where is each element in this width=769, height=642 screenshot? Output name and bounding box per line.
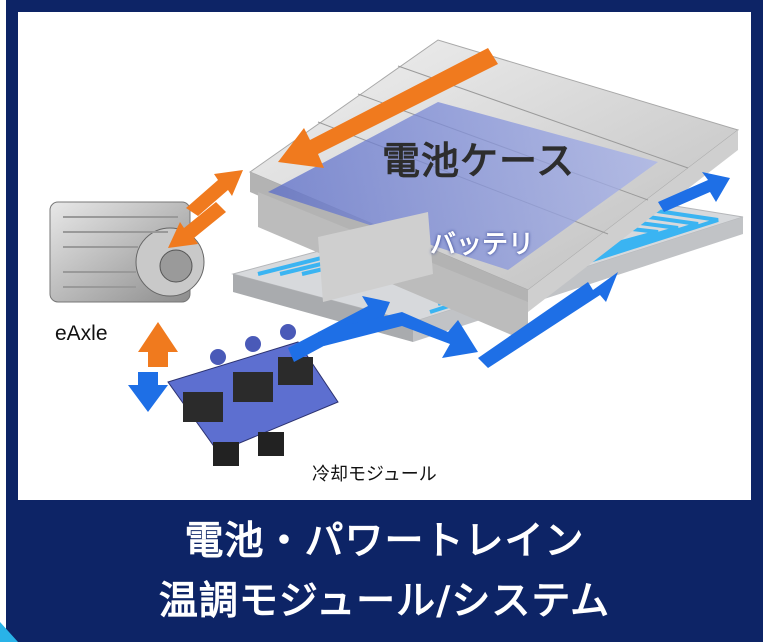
battery-case (248, 39, 740, 342)
title-line-2: 温調モジュール/システム (158, 579, 611, 624)
cooling-module-unit (167, 324, 339, 466)
battery-label: バッテリ (430, 230, 535, 260)
heat-flow-arrows-orange (138, 48, 498, 367)
title-line-1: 電池・パワートレイン (184, 519, 585, 564)
coolant-flow-arrows-blue (128, 172, 730, 412)
eaxle-motor (49, 201, 205, 303)
cooling-module-label: 冷却モジュール (312, 464, 437, 485)
corner-accent (0, 622, 18, 642)
system-illustration (49, 39, 744, 466)
battery-case-label: 電池ケース (382, 139, 576, 183)
eaxle-label: eAxle (55, 322, 108, 345)
